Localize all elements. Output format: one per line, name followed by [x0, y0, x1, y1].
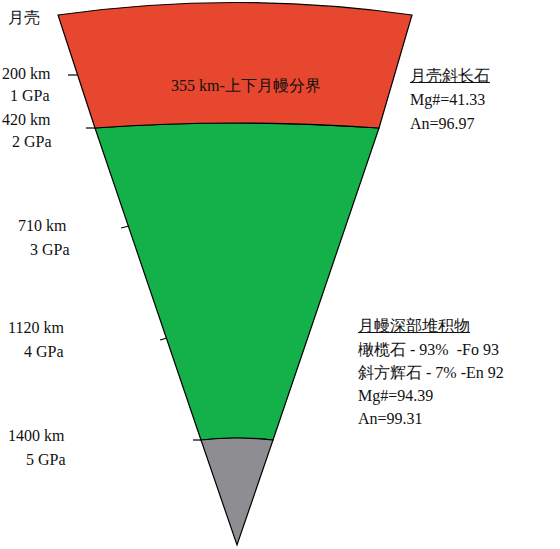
sample-value: An=96.97: [410, 114, 475, 133]
pressure-label: 4 GPa: [24, 342, 64, 361]
depth-label: 200 km: [2, 64, 50, 83]
sample-value: An=99.31: [358, 409, 423, 428]
core-tip: [201, 438, 273, 545]
pressure-label: 1 GPa: [10, 86, 50, 105]
sample-value: 斜方辉石 - 7% -En 92: [358, 363, 504, 382]
sample-value: 橄榄石 - 93% -Fo 93: [358, 340, 499, 359]
pressure-label: 5 GPa: [26, 450, 66, 469]
band-outline: [58, 3, 412, 129]
sample-value: Mg#=41.33: [410, 90, 485, 109]
sample-heading: 月壳斜长石: [410, 66, 490, 85]
band-shape: [55, 0, 420, 135]
depth-label: 420 km: [2, 110, 50, 129]
boundary-label: 355 km-上下月幔分界: [171, 76, 321, 95]
lower-mantle-band: [95, 123, 379, 440]
depth-label: 1400 km: [8, 426, 64, 445]
pressure-label: 2 GPa: [12, 132, 52, 151]
depth-ticks: [68, 75, 201, 440]
depth-label: 710 km: [18, 216, 66, 235]
crust-label: 月壳: [8, 8, 40, 27]
pressure-label: 3 GPa: [30, 240, 70, 259]
depth-label: 1120 km: [8, 318, 64, 337]
upper-mantle-band: 355 km-上下月幔分界: [55, 0, 420, 135]
sample-heading: 月幔深部堆积物: [358, 316, 470, 335]
sample-value: Mg#=94.39: [358, 386, 433, 405]
